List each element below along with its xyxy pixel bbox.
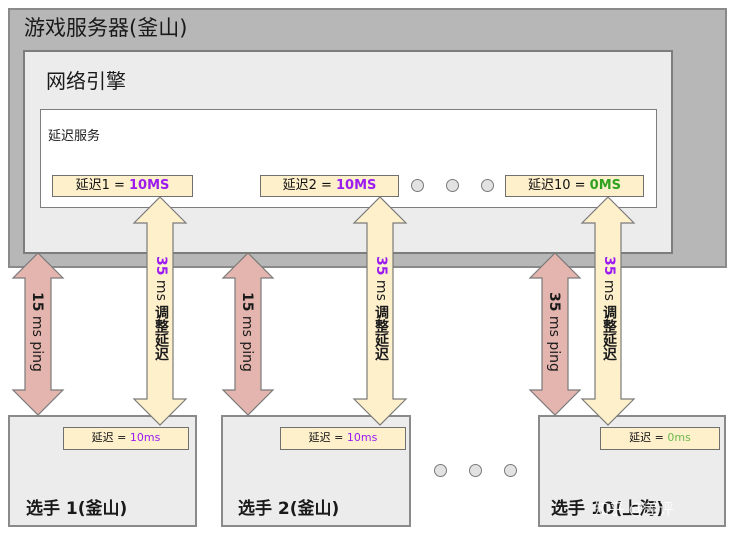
network-engine-title: 网络引擎 xyxy=(46,69,126,93)
delay-slot-value: 0MS xyxy=(589,178,622,193)
adjust-arrow-1 xyxy=(132,196,188,426)
ping-label-10: 35 ms ping xyxy=(546,292,562,372)
delay-slot-value: 10MS xyxy=(129,178,170,193)
adjust-value: 35 xyxy=(373,256,389,276)
player-1-delay: 延迟 = 10ms xyxy=(63,427,189,450)
player-1-name: 选手 1(釜山) xyxy=(26,499,128,519)
player-10-name: 选手 10(上海) xyxy=(551,499,665,519)
adjust-unit: ms xyxy=(153,275,169,306)
player-ellipsis-dot xyxy=(469,464,482,477)
player-delay-value: 10ms xyxy=(129,431,161,444)
delay-slot-label: 延迟2 = xyxy=(282,178,337,193)
delay-slot-label: 延迟1 = xyxy=(75,178,130,193)
adjust-value: 35 xyxy=(601,256,617,276)
player-delay-label: 延迟 = xyxy=(629,431,668,444)
player-delay-label: 延迟 = xyxy=(91,431,130,444)
ping-value: 15 xyxy=(29,292,45,312)
delay-slot-2: 延迟2 = 10MS xyxy=(260,175,399,197)
delay-slot-value: 10MS xyxy=(336,178,377,193)
ping-unit: ms ping xyxy=(29,311,45,372)
ping-arrow-10 xyxy=(528,252,582,416)
ping-unit: ms ping xyxy=(239,311,255,372)
adjust-value: 35 xyxy=(153,256,169,276)
adjust-text: 调整延迟 xyxy=(373,305,389,362)
ping-label-1: 15 ms ping xyxy=(29,292,45,372)
player-2-name: 选手 2(釜山) xyxy=(238,499,340,519)
ping-unit: ms ping xyxy=(546,311,562,372)
adjust-label-10: 35 ms 调整延迟 xyxy=(599,256,619,361)
ellipsis-dot xyxy=(411,179,424,192)
player-ellipsis-dot xyxy=(434,464,447,477)
adjust-arrow-2 xyxy=(352,196,408,426)
adjust-label-2: 35 ms 调整延迟 xyxy=(371,256,391,361)
ping-value: 35 xyxy=(546,292,562,312)
adjust-text: 调整延迟 xyxy=(601,305,617,362)
adjust-arrow-10 xyxy=(580,196,636,426)
player-2-delay: 延迟 = 10ms xyxy=(280,427,406,450)
ping-arrow-1 xyxy=(11,252,65,416)
player-delay-value: 10ms xyxy=(346,431,378,444)
delay-slot-label: 延迟10 = xyxy=(527,178,590,193)
game-server-title: 游戏服务器(釜山) xyxy=(24,16,188,40)
player-ellipsis-dot xyxy=(504,464,517,477)
ellipsis-dot xyxy=(481,179,494,192)
ping-value: 15 xyxy=(239,292,255,312)
adjust-text: 调整延迟 xyxy=(153,305,169,362)
delay-slot-1: 延迟1 = 10MS xyxy=(52,175,193,197)
ellipsis-dot xyxy=(446,179,459,192)
player-10-delay: 延迟 = 0ms xyxy=(600,427,720,450)
ping-arrow-2 xyxy=(221,252,275,416)
player-delay-label: 延迟 = xyxy=(308,431,347,444)
player-delay-value: 0ms xyxy=(667,431,691,444)
ping-label-2: 15 ms ping xyxy=(239,292,255,372)
delay-service-title: 延迟服务 xyxy=(48,129,101,144)
delay-slot-10: 延迟10 = 0MS xyxy=(505,175,644,197)
watermark: 知乎 @差评 xyxy=(594,500,674,518)
adjust-unit: ms xyxy=(373,275,389,306)
adjust-unit: ms xyxy=(601,275,617,306)
adjust-label-1: 35 ms 调整延迟 xyxy=(151,256,171,361)
